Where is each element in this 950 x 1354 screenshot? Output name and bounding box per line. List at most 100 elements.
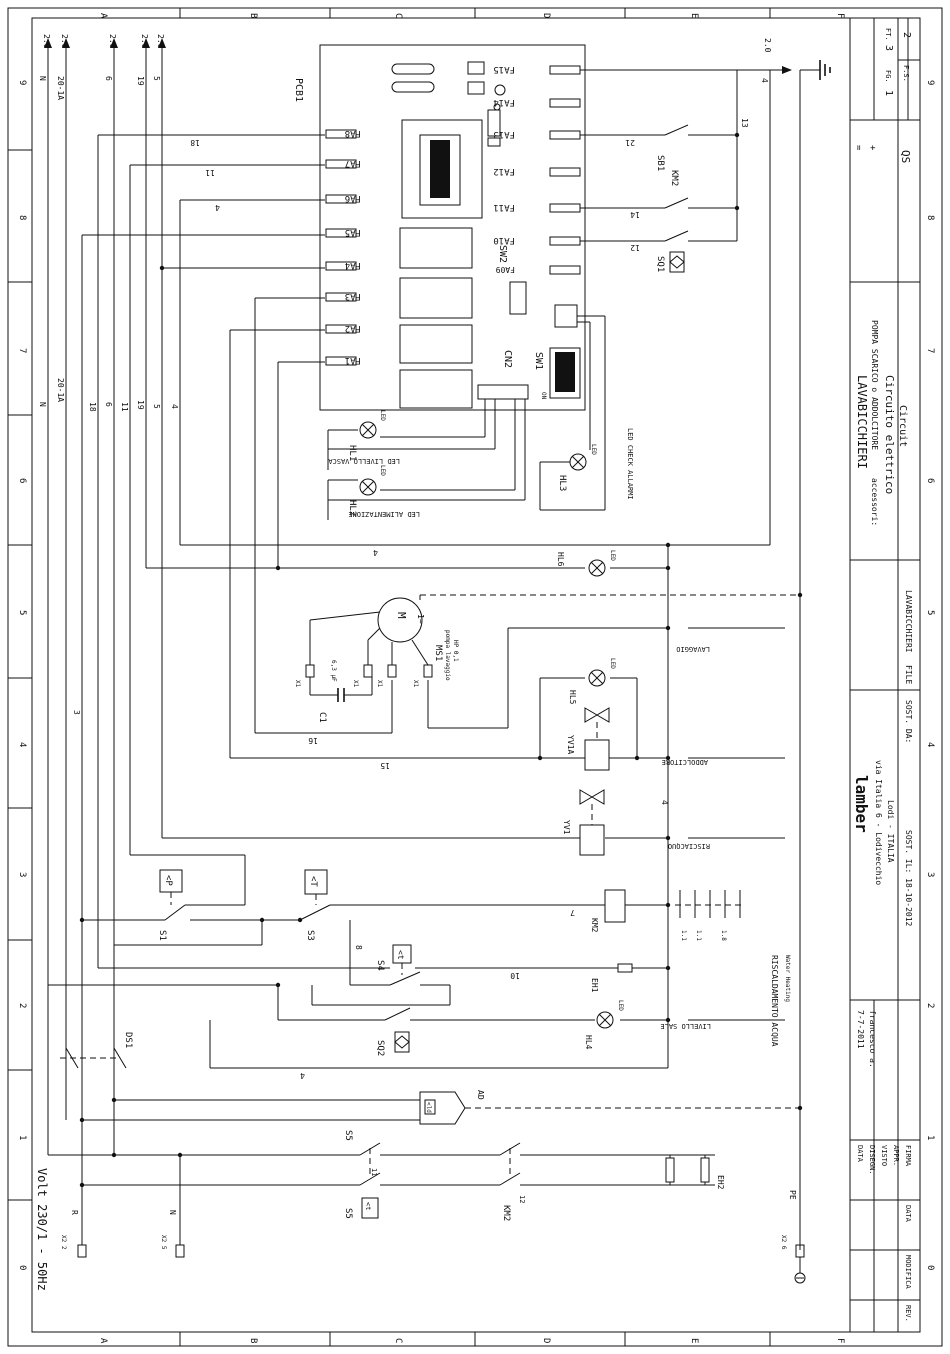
sb1-contact: SB1 KM2: [655, 124, 689, 186]
pcb-relay-2: [399, 277, 473, 319]
yv1-label: YV1: [562, 820, 571, 835]
ms1-hp: HP 0,1: [452, 640, 459, 662]
col-letter-c-bottom: C: [393, 1338, 403, 1343]
pcb-cn2: [477, 384, 529, 400]
tb-fg-label: FG.: [884, 70, 892, 83]
x1-terminal-4: [423, 664, 433, 678]
pcb-fa11: FA11: [493, 202, 515, 212]
pcb-right-terminals: FA15 FA14 FA13 FA12 FA11 FA10 FA09: [493, 64, 581, 275]
switch-s1: <P S1: [157, 869, 186, 941]
tb-sost-il: SOST. IL: 18-10-2012: [904, 830, 913, 927]
tb-title: LAVABICCHIERI: [855, 375, 869, 469]
func-livello-sale: LIVELLO SALE: [660, 1022, 711, 1030]
led-hl2: HL2 LED LED ALIMENTAZIONE: [347, 465, 420, 518]
wire-num-7: 7: [570, 908, 575, 917]
wire-label-4: 4: [170, 404, 179, 409]
terminal-n: [175, 1244, 185, 1258]
motor-phase: 1~: [416, 614, 425, 624]
inner-frame: [31, 17, 921, 1333]
pcb-fa8: FA8: [345, 128, 361, 138]
terminal-n-label: X2 5: [160, 1235, 167, 1250]
row-number-4-right: 4: [925, 742, 935, 747]
outer-frame: [7, 7, 943, 1347]
row-number-0: 0: [17, 1265, 27, 1270]
hl6-label: HL6: [556, 552, 565, 567]
pcb-sw2: SW2: [497, 245, 508, 263]
col-letter-d-top: D: [541, 13, 551, 18]
col-letter-d-bottom: D: [541, 1338, 551, 1343]
supply-voltage: Volt 230/1 - 50Hz: [35, 1168, 49, 1291]
pcb-buzzer: [494, 84, 506, 96]
function-labels: LAVAGGIO ADDOLCITORE RISCIACQUO RISCALDA…: [660, 627, 791, 1047]
hl4-label: HL4: [584, 1035, 593, 1050]
ground-icon: [800, 60, 831, 80]
s5-label-bottom: S5: [343, 1208, 353, 1219]
row-number-9-right: 9: [925, 80, 935, 85]
s1-label: S1: [157, 930, 167, 941]
row-number-1-right: 1: [925, 1135, 935, 1140]
tb-qs: QS: [899, 150, 912, 163]
wire-num-21: 21: [625, 138, 635, 147]
arrow-size-6: 2.0: [108, 34, 117, 49]
tb-circuit: Circuit: [897, 405, 908, 447]
supply-terminals: X2 2 R X2 5 N X2 6 PE Volt 230/1 - 50Hz: [35, 1168, 806, 1291]
hl3-label: HL3: [557, 475, 567, 491]
row-number-8-right: 8: [925, 215, 935, 220]
pcb-fa1: FA1: [345, 355, 361, 365]
led-wiring: [327, 399, 606, 520]
tb-circuito: Circuito elettrico: [883, 375, 896, 494]
wire-num-15: 15: [380, 761, 390, 770]
wire-num-16: 16: [308, 736, 318, 745]
tb-sost-da: SOST. DA:: [904, 700, 913, 743]
tb-rev: REV.: [904, 1305, 912, 1322]
pcb-fa5: FA5: [345, 227, 361, 237]
hl5-led: LED: [609, 658, 616, 669]
hl2-label: HL2: [347, 500, 357, 516]
km2-coil: KM2 1.1 1.1 1.8: [590, 889, 745, 941]
tb-company-logo: lamber: [852, 775, 871, 833]
column-grid: A B C D E F A B C D E F: [98, 8, 845, 1346]
wire-num-13: 13: [740, 118, 749, 128]
km2-aux-contact: [664, 197, 689, 209]
switch-s4: <t S4: [375, 944, 421, 986]
tb-appr: APPR.: [892, 1145, 900, 1166]
x1-terminal-3: [387, 664, 397, 678]
motor-ms1: M 1~ MS1 pompa lavaggio HP 0,1 X1 X1 X1 …: [294, 597, 459, 723]
col-letter-a-top: A: [98, 13, 108, 19]
col-letter-e-bottom: E: [689, 1338, 699, 1343]
x1-label-2: X1: [352, 680, 359, 688]
hl6-led: LED: [609, 550, 616, 561]
row-number-3: 3: [17, 872, 27, 877]
ms1-desc: pompa lavaggio: [444, 630, 451, 681]
arrow-size-5: 2.0: [156, 34, 165, 49]
s5-button-icon: [361, 1197, 379, 1219]
pcb-component-b: [467, 81, 485, 95]
earth-dashes: [419, 594, 800, 1109]
tb-accessori: accessori:: [870, 478, 879, 526]
arrow-wire-19: 19: [136, 76, 145, 86]
pcb-sw1-label: SW1: [533, 352, 544, 370]
col-letter-b-top: B: [248, 13, 258, 18]
km2-contact-1: 1.1: [680, 930, 687, 941]
tb-disegn-value: francesco a.: [868, 1010, 877, 1068]
row-number-6: 6: [17, 478, 27, 483]
row-number-1: 1: [17, 1135, 27, 1140]
pcb-fa4: FA4: [345, 260, 361, 270]
pcb-left-terminals: FA8 FA7 FA6 FA5 FA4 FA3 FA2 FA1: [325, 128, 361, 366]
tb-fg-value: 1: [883, 90, 894, 96]
arrow-wire-5: 5: [152, 76, 161, 81]
arrow-size-19: 2.0: [140, 34, 149, 49]
pcb-fuse-2: [391, 81, 435, 93]
hl1-function: LED LIVELLO VASCA: [328, 457, 400, 465]
tb-modifica: MODIFICA: [904, 1255, 912, 1290]
row-number-9: 9: [17, 80, 27, 85]
pcb-fa10: FA10: [493, 235, 515, 245]
pcb-fa7: FA7: [345, 158, 361, 168]
pcb-relay-3: [399, 324, 473, 364]
row-number-6-right: 6: [925, 478, 935, 483]
x1-label-4: X1: [412, 680, 419, 688]
row-number-7: 7: [17, 348, 27, 353]
s5-symbol: <t: [364, 1202, 372, 1210]
wire-label-5: 5: [152, 404, 161, 409]
